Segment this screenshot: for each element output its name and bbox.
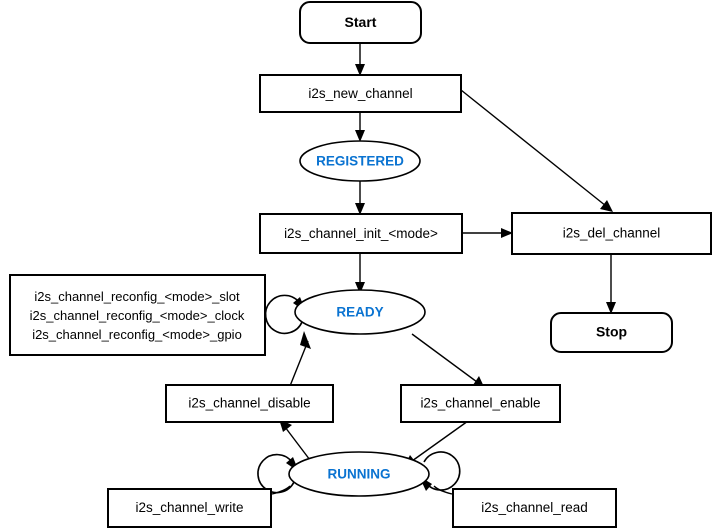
running-shape	[288, 451, 430, 497]
stop-label: Stop	[596, 324, 627, 340]
node-i2s-del-channel[interactable]: i2s_del_channel	[511, 212, 712, 255]
channel-read-shape	[452, 488, 617, 528]
reconfig-line-3: i2s_channel_reconfig_<mode>_gpio	[32, 327, 242, 342]
channel-init-label: i2s_channel_init_<mode>	[284, 226, 438, 241]
edge-start-to-new-channel	[355, 43, 365, 76]
running-label: RUNNING	[328, 467, 391, 482]
node-i2s-channel-init[interactable]: i2s_channel_init_<mode>	[259, 213, 463, 254]
del-channel-label: i2s_del_channel	[563, 226, 661, 241]
registered-label: REGISTERED	[316, 154, 404, 169]
channel-write-label: i2s_channel_write	[135, 500, 243, 515]
edge-del-channel-to-stop	[606, 254, 616, 314]
reconfig-line-2: i2s_channel_reconfig_<mode>_clock	[30, 308, 245, 323]
edge-running-to-disable	[279, 419, 314, 465]
node-i2s-channel-read[interactable]: i2s_channel_read	[452, 488, 617, 528]
edge-ready-to-enable	[411, 333, 485, 389]
node-state-running[interactable]: RUNNING	[288, 451, 430, 497]
ready-label: READY	[336, 305, 383, 320]
channel-init-shape	[259, 213, 463, 254]
channel-disable-shape	[165, 384, 334, 423]
start-shape	[299, 1, 422, 44]
node-state-ready[interactable]: READY	[294, 289, 426, 335]
node-i2s-new-channel[interactable]: i2s_new_channel	[259, 74, 462, 113]
registered-shape	[299, 140, 421, 182]
edge-registered-to-channel-init	[355, 181, 365, 215]
reconfig-shape	[9, 274, 266, 356]
node-i2s-channel-write[interactable]: i2s_channel_write	[107, 488, 272, 528]
node-i2s-channel-enable[interactable]: i2s_channel_enable	[400, 384, 561, 423]
start-label: Start	[345, 14, 377, 30]
del-channel-shape	[511, 212, 712, 255]
edge-disable-to-ready	[289, 331, 311, 387]
stop-shape	[550, 312, 673, 353]
node-reconfig-functions[interactable]: i2s_channel_reconfig_<mode>_slot i2s_cha…	[9, 274, 266, 356]
channel-enable-shape	[400, 384, 561, 423]
channel-disable-label: i2s_channel_disable	[188, 396, 310, 411]
new-channel-shape	[259, 74, 462, 113]
node-state-registered[interactable]: REGISTERED	[299, 140, 421, 182]
new-channel-label: i2s_new_channel	[308, 86, 412, 101]
channel-read-label: i2s_channel_read	[481, 500, 588, 515]
channel-enable-label: i2s_channel_enable	[420, 396, 540, 411]
channel-write-shape	[107, 488, 272, 528]
edge-read-to-running-loop	[433, 485, 453, 495]
edge-write-to-running-loop	[271, 485, 291, 495]
edge-new-channel-to-registered	[355, 112, 365, 142]
node-i2s-channel-disable[interactable]: i2s_channel_disable	[165, 384, 334, 423]
node-start[interactable]: Start	[299, 1, 422, 44]
ready-shape	[294, 289, 426, 335]
edge-channel-init-to-del-channel	[462, 228, 513, 238]
node-stop[interactable]: Stop	[550, 312, 673, 353]
edge-channel-init-to-ready	[355, 253, 365, 294]
edge-new-channel-to-del-channel	[460, 89, 613, 212]
reconfig-line-1: i2s_channel_reconfig_<mode>_slot	[34, 289, 240, 304]
